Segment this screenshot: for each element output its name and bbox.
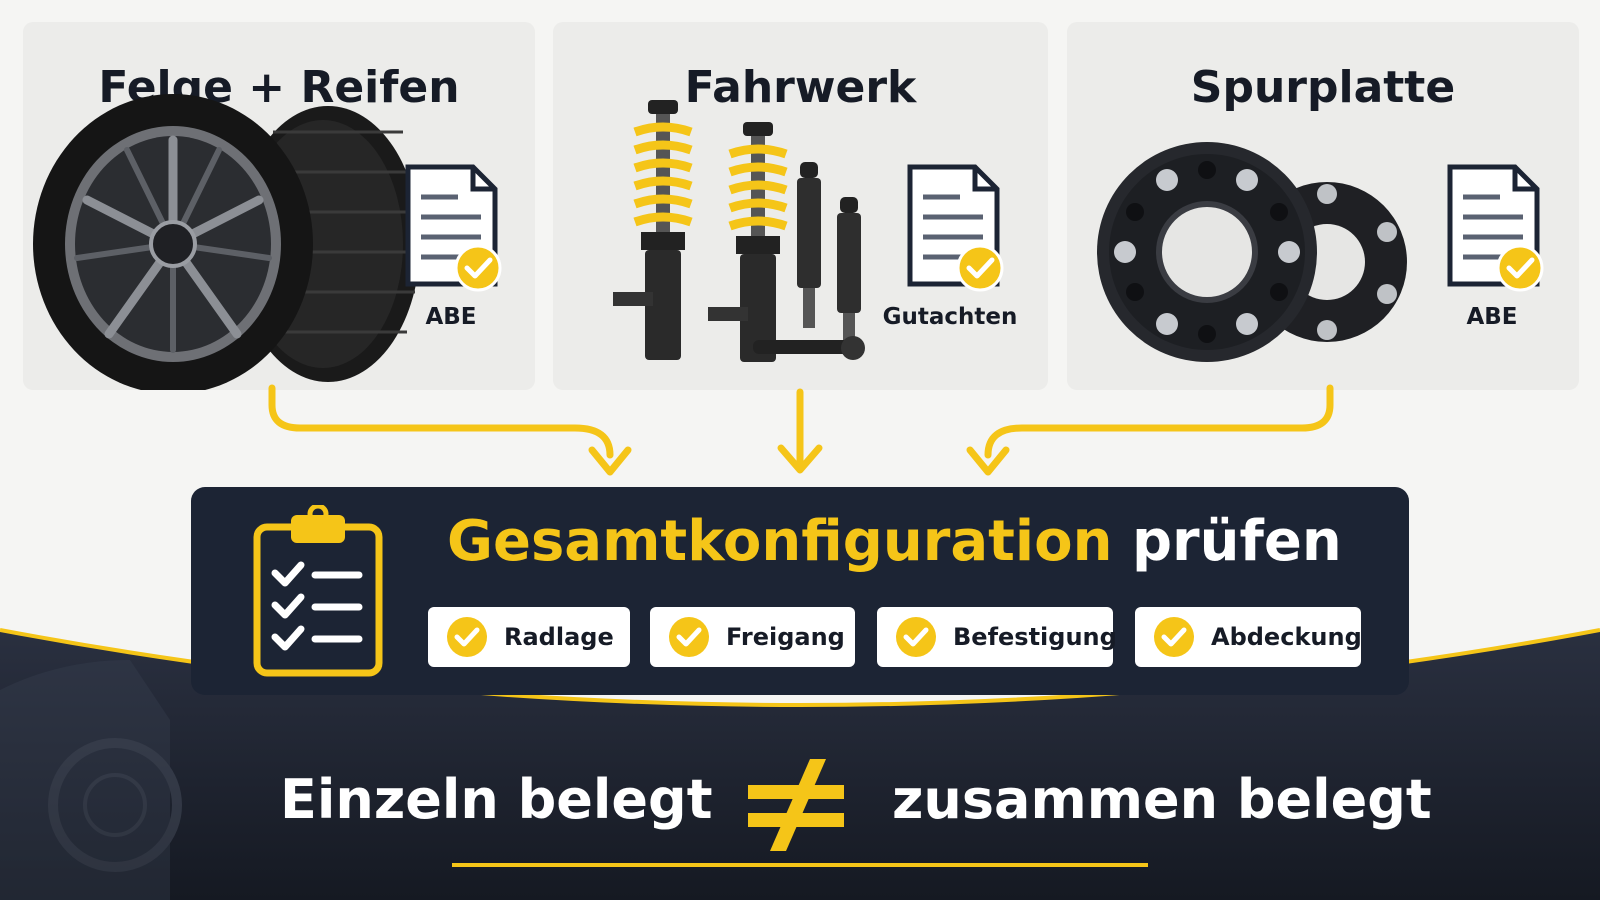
document-check-icon [1447, 164, 1544, 292]
config-panel: Gesamtkonfiguration prüfen Radlage Freig… [191, 487, 1409, 695]
card-spurplatte: Spurplatte ABE [1067, 22, 1579, 390]
clipboard-checklist-icon [253, 505, 383, 677]
check-circle-icon [669, 617, 709, 657]
wheel-spacer-icon [1097, 142, 1407, 362]
check-label: Befestigung [953, 623, 1117, 651]
document-check-icon [907, 164, 1004, 292]
check-chip-freigang: Freigang [650, 607, 855, 667]
check-label: Abdeckung [1211, 623, 1362, 651]
panel-title-rest: prüfen [1131, 509, 1342, 574]
check-circle-icon [447, 617, 487, 657]
panel-title: Gesamtkonfiguration prüfen [447, 509, 1342, 574]
check-chip-befestigung: Befestigung [877, 607, 1117, 667]
footer-right-text: zusammen belegt [892, 768, 1432, 831]
check-circle-icon [1154, 617, 1194, 657]
footer-left-text: Einzeln belegt [280, 768, 713, 831]
check-chip-radlage: Radlage [428, 607, 630, 667]
check-label: Radlage [504, 623, 614, 651]
not-equal-icon: ≠ [748, 759, 844, 851]
doc-label: ABE [1466, 304, 1518, 330]
doc-label: ABE [425, 304, 477, 330]
coilover-icon [613, 100, 865, 362]
card-title: Spurplatte [1190, 62, 1456, 113]
wheel-tire-icon [33, 94, 420, 390]
card-title: Fahrwerk [684, 62, 917, 113]
check-chip-abdeckung: Abdeckung [1135, 607, 1362, 667]
check-label: Freigang [726, 623, 845, 651]
footer-underline [452, 863, 1148, 867]
check-circle-icon [896, 617, 936, 657]
doc-label: Gutachten [882, 304, 1018, 330]
card-felge-reifen: Felge + Reifen [23, 22, 535, 390]
panel-title-highlight: Gesamtkonfiguration [447, 509, 1113, 574]
car-silhouette-icon [0, 660, 182, 900]
card-fahrwerk: Fahrwerk [553, 22, 1048, 390]
document-check-icon [405, 164, 502, 292]
